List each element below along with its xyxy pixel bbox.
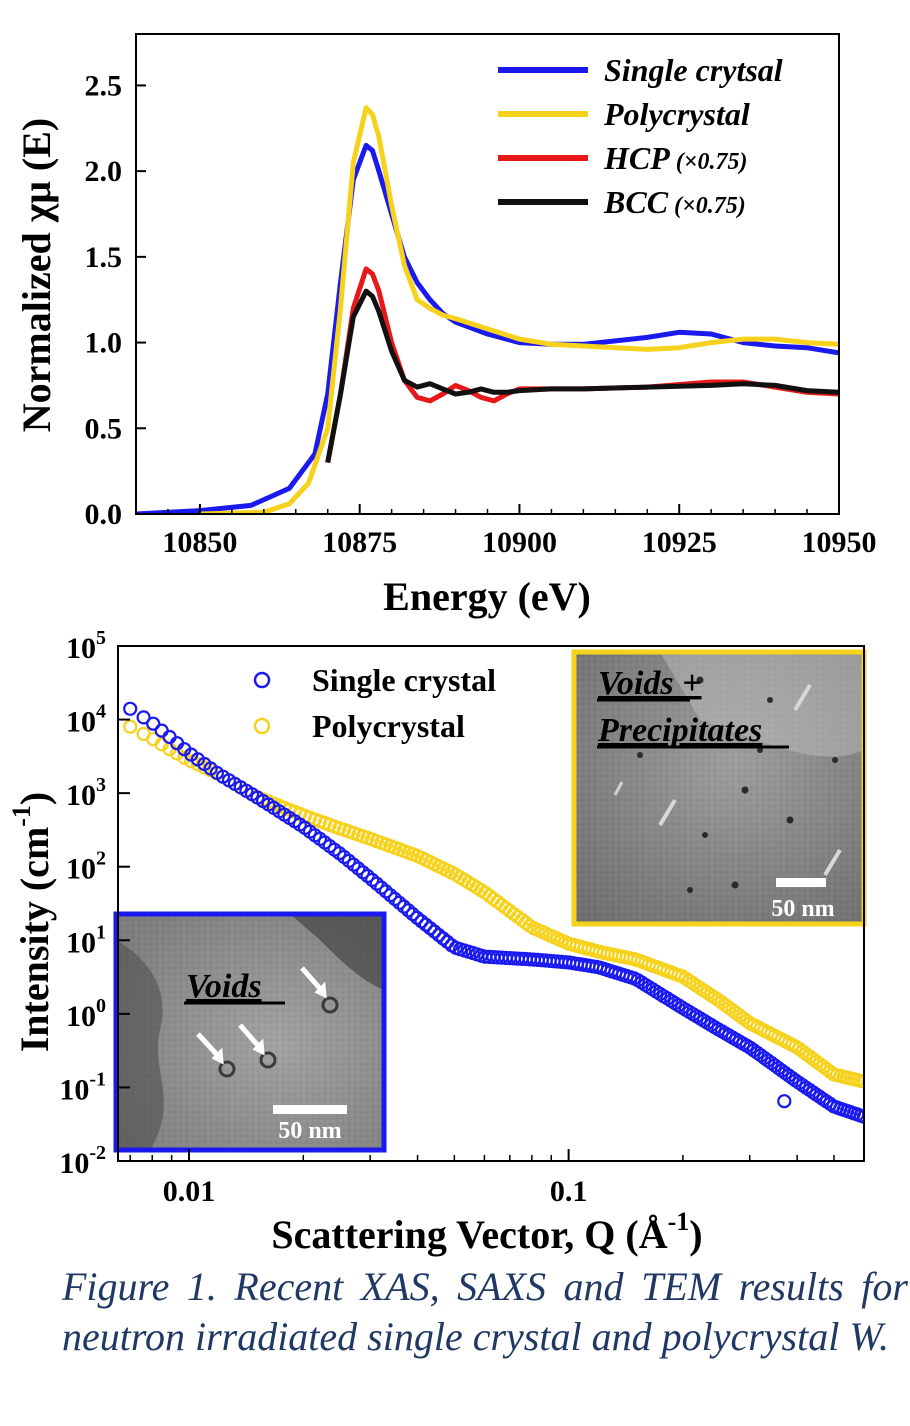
data-point	[184, 754, 199, 769]
voids-label: Voids	[186, 968, 262, 1005]
xas-series-lines	[136, 105, 839, 514]
void-particle	[696, 676, 704, 684]
y-tick-label: 100	[66, 995, 106, 1033]
x-tick-label: 10950	[802, 526, 877, 559]
y-tick-label: 10-1	[59, 1068, 106, 1106]
series-line-1	[199, 105, 839, 514]
legend-marker-0	[253, 671, 271, 689]
series-markers-0	[123, 701, 864, 1124]
voids-precipitates-label-1: Voids +	[598, 665, 701, 702]
void-particle	[786, 816, 794, 824]
y-tick-label: 10-2	[59, 1142, 106, 1180]
data-point	[856, 1109, 864, 1124]
precipitate-streak	[613, 781, 624, 796]
void-particle	[687, 887, 693, 893]
x-tick-label: 0.1	[550, 1175, 588, 1208]
voids-precipitates-label-2: Precipitates	[597, 712, 762, 749]
void-particle	[832, 757, 838, 763]
void-particle	[741, 786, 749, 794]
void-particle	[637, 752, 643, 758]
tem-dark-region-top	[290, 914, 384, 990]
y-tick-label: 0.0	[85, 498, 123, 531]
data-point	[170, 746, 185, 761]
y-tick-label: 1.5	[85, 241, 123, 274]
scale-bar-label: 50 nm	[771, 896, 834, 922]
legend-label-1: Polycrystal	[603, 96, 750, 132]
series-line-2	[325, 266, 839, 464]
y-tick-label: 1.0	[85, 327, 123, 360]
xas-x-axis-title: Energy (eV)	[383, 574, 591, 619]
x-tick-label: 0.01	[163, 1175, 216, 1208]
data-point	[856, 1074, 864, 1089]
saxs-plot-frame	[117, 645, 865, 1162]
y-tick-label: 2.5	[85, 69, 123, 102]
saxs-data-points	[123, 701, 864, 1124]
data-point	[123, 719, 138, 734]
data-point	[154, 723, 169, 738]
scale-bar	[776, 878, 826, 887]
scale-bar	[273, 1105, 347, 1114]
tem-dark-region	[116, 940, 164, 1150]
saxs-x-axis-title: Scattering Vector, Q (Å-1)	[271, 1207, 702, 1257]
xas-ticks: 10850 10875 10900 10925 10950 0.0 0.5 1.0 1.5 2.0…	[85, 69, 877, 559]
series-line-0	[136, 142, 839, 514]
legend-label-2: HCP(×0.75)	[603, 140, 747, 176]
y-tick-label: 102	[66, 848, 106, 886]
tem-inset-voids-precipitates: Voids + Precipitates 50 nm	[571, 649, 867, 927]
precipitate-streak	[823, 848, 842, 877]
xas-chart: 10850 10875 10900 10925 10950 0.0 0.5 1.0 1.5 2.0…	[14, 33, 877, 619]
figure-caption: Figure 1. Recent XAS, SAXS and TEM resul…	[62, 1264, 908, 1359]
voids-inset-border	[113, 911, 387, 1153]
data-point	[177, 750, 192, 765]
data-point	[123, 701, 138, 716]
precipitate-streak	[658, 798, 677, 827]
void-particle	[321, 996, 339, 1014]
x-tick-label: 10925	[642, 526, 717, 559]
void-particle	[218, 1060, 236, 1078]
legend-label-0: Single crytsal	[604, 52, 783, 88]
legend-label-1: Polycrystal	[312, 708, 465, 744]
arrow-icon	[314, 981, 327, 999]
data-point	[146, 716, 161, 731]
saxs-chart: Voids 50 nm Voids + Precipitates 50 nm 0…	[7, 630, 867, 1257]
saxs-y-axis-title: Intensity (cm-1)	[7, 792, 57, 1053]
scale-bar-label: 50 nm	[278, 1118, 341, 1144]
y-tick-label: 101	[66, 921, 106, 959]
void-particle	[259, 1051, 277, 1069]
void-particle	[731, 881, 739, 889]
y-tick-label: 104	[66, 701, 106, 739]
x-tick-label: 10875	[322, 526, 397, 559]
void-particle	[767, 697, 773, 703]
legend-label-0: Single crystal	[312, 662, 496, 698]
y-tick-label: 105	[66, 630, 106, 665]
tem-bright-region	[660, 652, 864, 757]
legend-label-3: BCC(×0.75)	[603, 184, 746, 220]
data-point	[136, 710, 151, 725]
series-line-3	[325, 288, 839, 464]
saxs-ticks: 0.01 0.1 105 104 103 102 101 100 10-1 10-2	[59, 630, 835, 1208]
y-tick-label: 0.5	[85, 412, 123, 445]
data-point-outlier	[777, 1094, 792, 1109]
series-markers-1	[123, 719, 864, 1089]
data-point	[190, 757, 205, 772]
xas-y-axis-title: Normalized χμ (E)	[14, 118, 59, 432]
arrow-icon	[211, 1047, 224, 1065]
precipitate-streak	[793, 683, 812, 712]
x-tick-label: 10850	[162, 526, 237, 559]
tem-inset-voids: Voids 50 nm	[113, 911, 387, 1153]
y-tick-label: 2.0	[85, 155, 123, 188]
arrow-icon	[252, 1038, 265, 1056]
void-particle	[702, 832, 708, 838]
legend-marker-1	[253, 717, 271, 735]
y-tick-label: 103	[66, 774, 106, 812]
x-tick-label: 10900	[482, 526, 557, 559]
